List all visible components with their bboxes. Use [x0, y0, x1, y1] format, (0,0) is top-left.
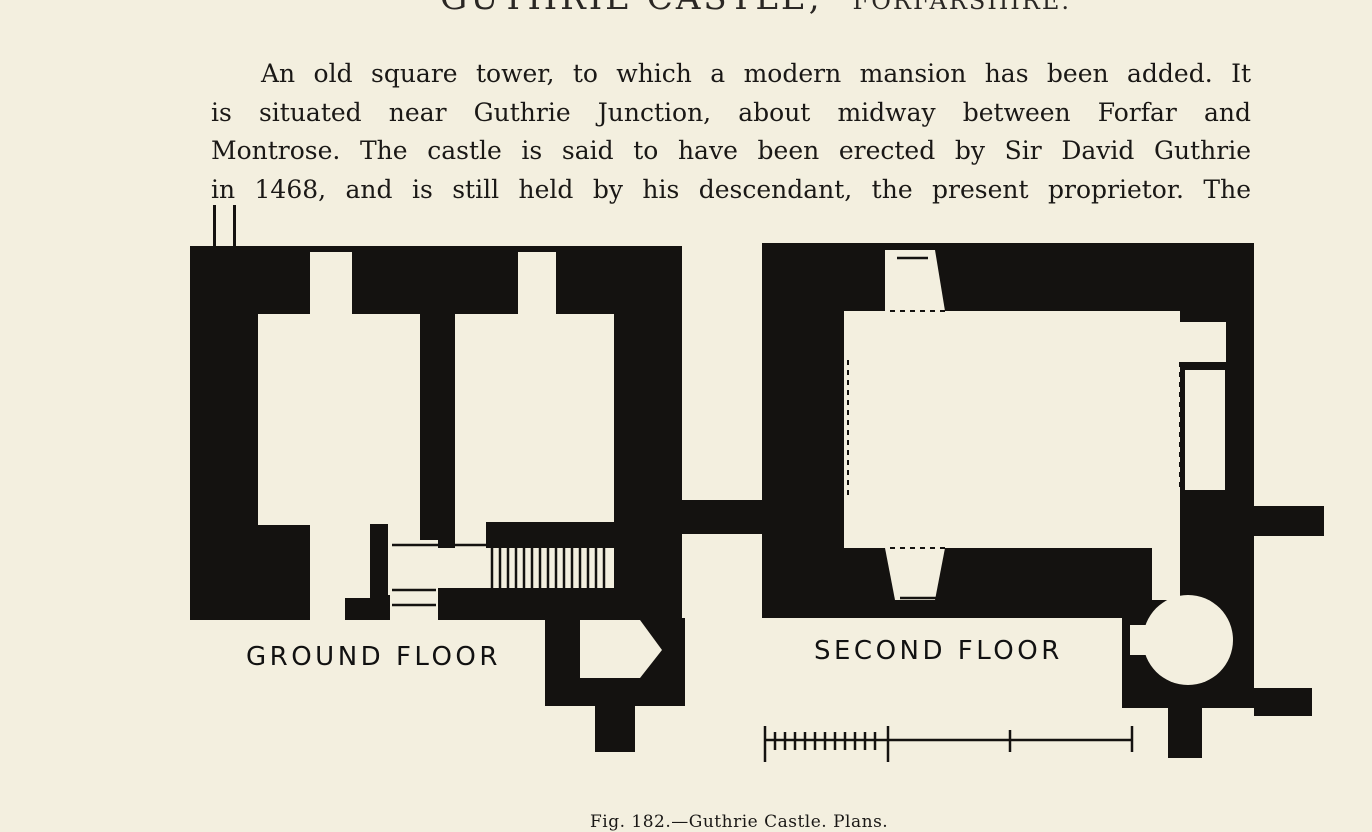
figure-caption: Fig. 182.—Guthrie Castle. Plans. [590, 812, 889, 832]
paragraph-line-4: in 1468, and is still held by his descen… [211, 174, 1251, 204]
page-heading: GUTHRIE CASTLE, FORFARSHIRE. [440, 0, 1071, 18]
paragraph-line-2: is situated near Guthrie Junction, about… [211, 97, 1251, 127]
second-floor-plan [762, 243, 1324, 758]
heading-title: GUTHRIE CASTLE, [440, 0, 823, 18]
second-floor-label: SECOND FLOOR [814, 636, 1063, 666]
ground-floor-label: GROUND FLOOR [246, 642, 501, 672]
ground-floor-plan [190, 205, 762, 752]
heading-subtitle: FORFARSHIRE. [852, 0, 1071, 15]
body-paragraph: An old square tower, to which a modern m… [211, 55, 1251, 209]
paragraph-line-3: Montrose. The castle is said to have bee… [211, 136, 1251, 165]
scale-bar [763, 726, 1134, 762]
paragraph-line-1: An old square tower, to which a modern m… [261, 59, 1251, 88]
